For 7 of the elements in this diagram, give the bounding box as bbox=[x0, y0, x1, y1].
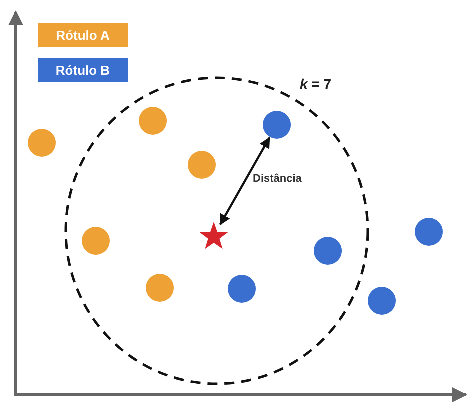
edge-label: Distância bbox=[253, 173, 302, 186]
star-marker bbox=[199, 221, 229, 251]
legend-text: Rótulo A bbox=[56, 28, 110, 42]
double-arrow bbox=[219, 137, 271, 226]
k-value-label: k = 7 bbox=[300, 76, 332, 92]
legend-text: Rótulo B bbox=[56, 62, 110, 78]
data-point bbox=[263, 111, 291, 139]
